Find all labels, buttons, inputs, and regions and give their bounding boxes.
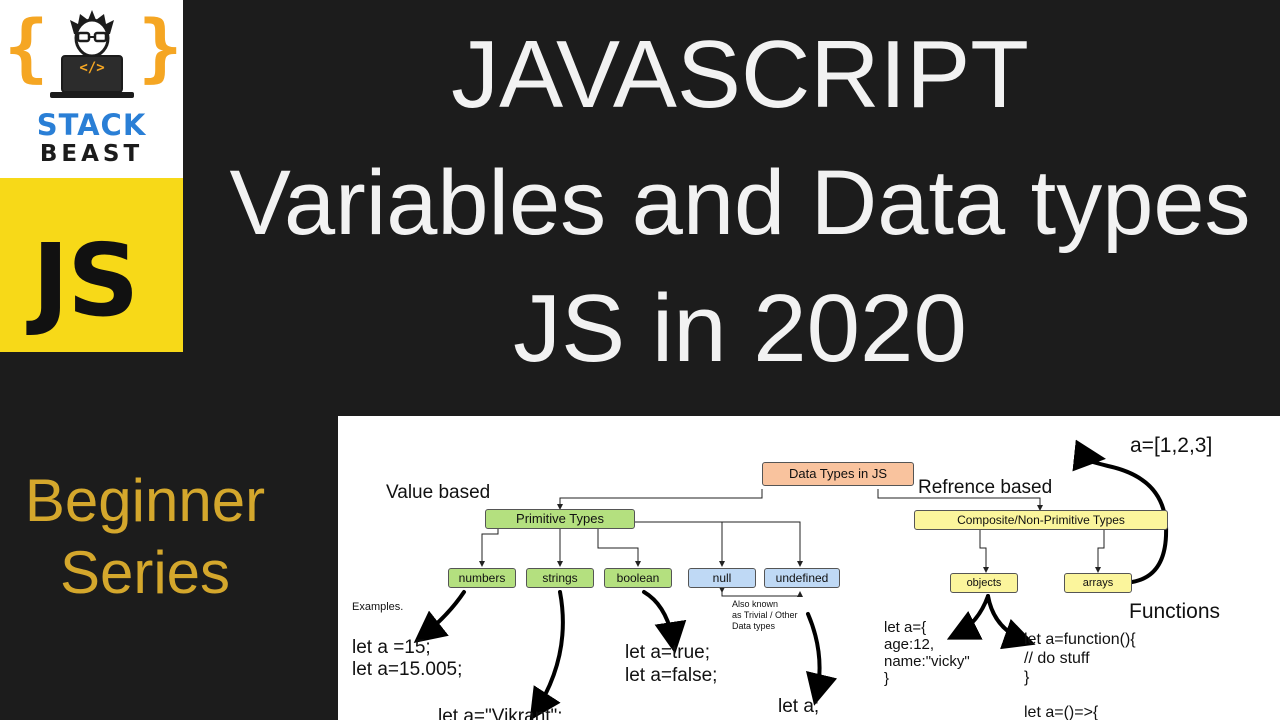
functions-label: Functions	[1129, 600, 1221, 623]
code-object-1: let a={	[884, 619, 927, 636]
code-function-4: let a=()=>{	[1024, 704, 1099, 720]
code-function-1: let a=function(){	[1024, 631, 1136, 648]
numbers-node: numbers	[448, 568, 516, 588]
diagram-connectors	[413, 439, 1169, 720]
js-badge-label: JS	[32, 222, 139, 339]
series-line-2: Series	[59, 539, 231, 606]
title-line-3: JS in 2020	[513, 275, 967, 382]
code-undefined: let a;	[778, 696, 820, 717]
code-object-3: name:"vicky"	[884, 653, 970, 670]
right-brace-icon: }	[138, 5, 183, 91]
developer-avatar-icon	[50, 10, 134, 98]
code-string: let a="Vikrant";	[438, 706, 563, 720]
code-boolean-2: let a=false;	[625, 665, 718, 686]
null-node: null	[688, 568, 756, 588]
title-line-2: Variables and Data types	[229, 152, 1251, 254]
reference-based-label: Refrence based	[918, 477, 1053, 498]
array-example: a=[1,2,3]	[1130, 434, 1213, 457]
boolean-node: boolean	[604, 568, 672, 588]
code-function-3: }	[1024, 669, 1030, 686]
primitive-node: Primitive Types	[485, 509, 635, 529]
root-node: Data Types in JS	[762, 462, 914, 486]
stackbeast-logo: { </> } STACK BEAST	[0, 0, 183, 178]
series-line-1: Beginner	[24, 467, 266, 534]
code-number-2: let a=15.005;	[352, 659, 463, 680]
code-boolean-1: let a=true;	[625, 642, 711, 663]
code-number-1: let a =15;	[352, 637, 431, 658]
also-known-line-3: Data types	[732, 621, 776, 631]
examples-label: Examples.	[352, 601, 404, 613]
undefined-node: undefined	[764, 568, 840, 588]
code-function-2: // do stuff	[1024, 650, 1090, 667]
strings-node: strings	[526, 568, 594, 588]
brand-beast: BEAST	[39, 141, 144, 167]
also-known-line-1: Also known	[732, 599, 779, 609]
also-known-line-2: as Trivial / Other	[732, 610, 798, 620]
title-line-1: JAVASCRIPT	[451, 21, 1029, 128]
value-based-label: Value based	[386, 482, 491, 503]
data-types-diagram: Data Types in JS Value based Refrence ba…	[338, 416, 1280, 720]
left-brace-icon: {	[4, 5, 49, 91]
code-object-2: age:12,	[884, 636, 935, 653]
code-glyph-icon: </>	[79, 60, 105, 76]
composite-node: Composite/Non-Primitive Types	[914, 510, 1168, 530]
arrays-node: arrays	[1064, 573, 1132, 593]
code-object-4: }	[884, 670, 890, 687]
js-badge: JS	[0, 178, 183, 352]
brand-stack: STACK	[36, 108, 147, 142]
objects-node: objects	[950, 573, 1018, 593]
